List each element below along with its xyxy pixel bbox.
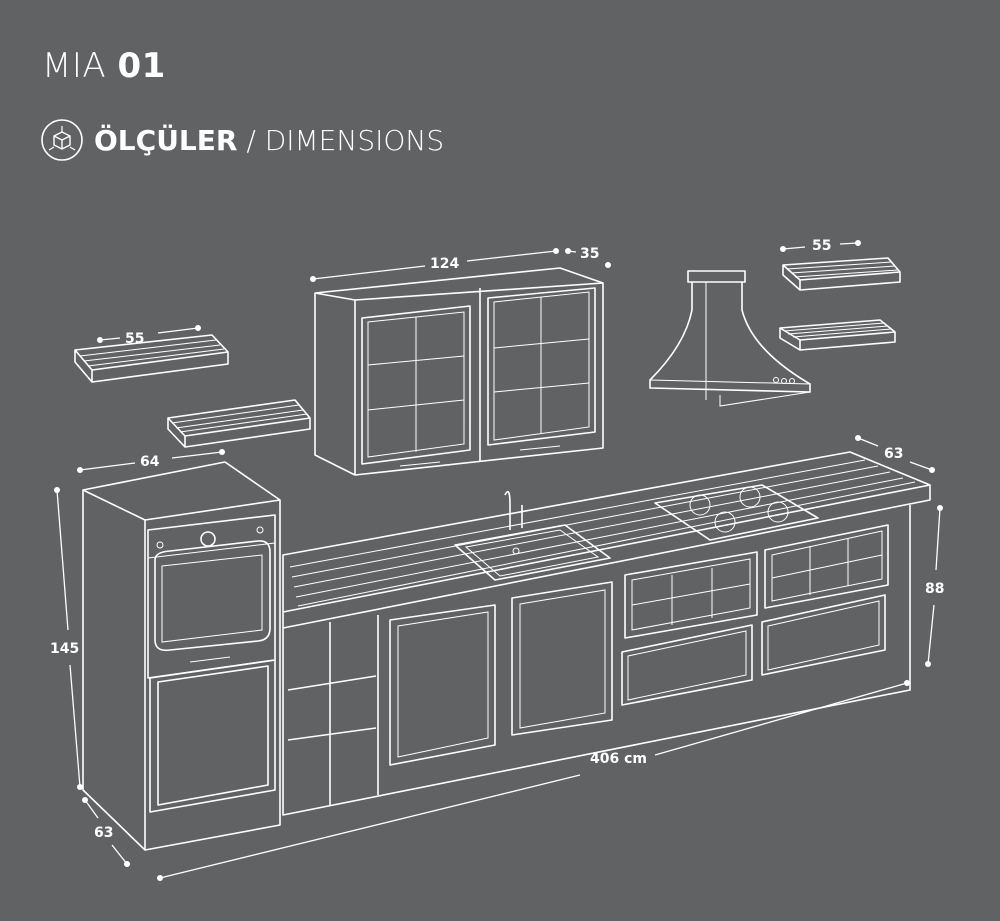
section-title-tr: ÖLÇÜLER	[94, 123, 238, 157]
dimension-lines	[54, 240, 943, 881]
wall-cabinets	[314, 267, 604, 476]
dim-wall-cabinet-depth: 35	[580, 246, 599, 262]
title-bold: 01	[117, 46, 166, 86]
base-cabinets-countertop	[282, 451, 931, 816]
dim-right-shelf-width: 55	[812, 238, 831, 254]
left-shelf-lower	[167, 399, 311, 448]
dim-total-length: 406 cm	[590, 751, 647, 767]
dim-left-shelf-width: 55	[125, 331, 144, 347]
section-title-en: / DIMENSIONS	[246, 123, 445, 157]
tall-oven-unit	[82, 461, 281, 851]
dim-tall-unit-depth: 63	[94, 825, 113, 841]
range-hood	[649, 270, 811, 407]
dim-counter-height: 88	[925, 581, 944, 597]
right-shelf-upper	[782, 257, 901, 291]
dim-tall-unit-height: 145	[50, 641, 79, 657]
dimensions-cube-icon	[41, 119, 83, 161]
left-shelf-upper	[74, 334, 229, 383]
dim-wall-cabinet-width: 124	[430, 256, 459, 272]
page-title: MIA 01	[42, 46, 166, 86]
dim-tall-unit-width: 64	[140, 454, 160, 470]
title-light: MIA	[42, 46, 107, 86]
right-shelf-lower	[779, 319, 896, 351]
dim-counter-depth: 63	[884, 446, 903, 462]
section-heading: ÖLÇÜLER / DIMENSIONS	[40, 118, 444, 162]
